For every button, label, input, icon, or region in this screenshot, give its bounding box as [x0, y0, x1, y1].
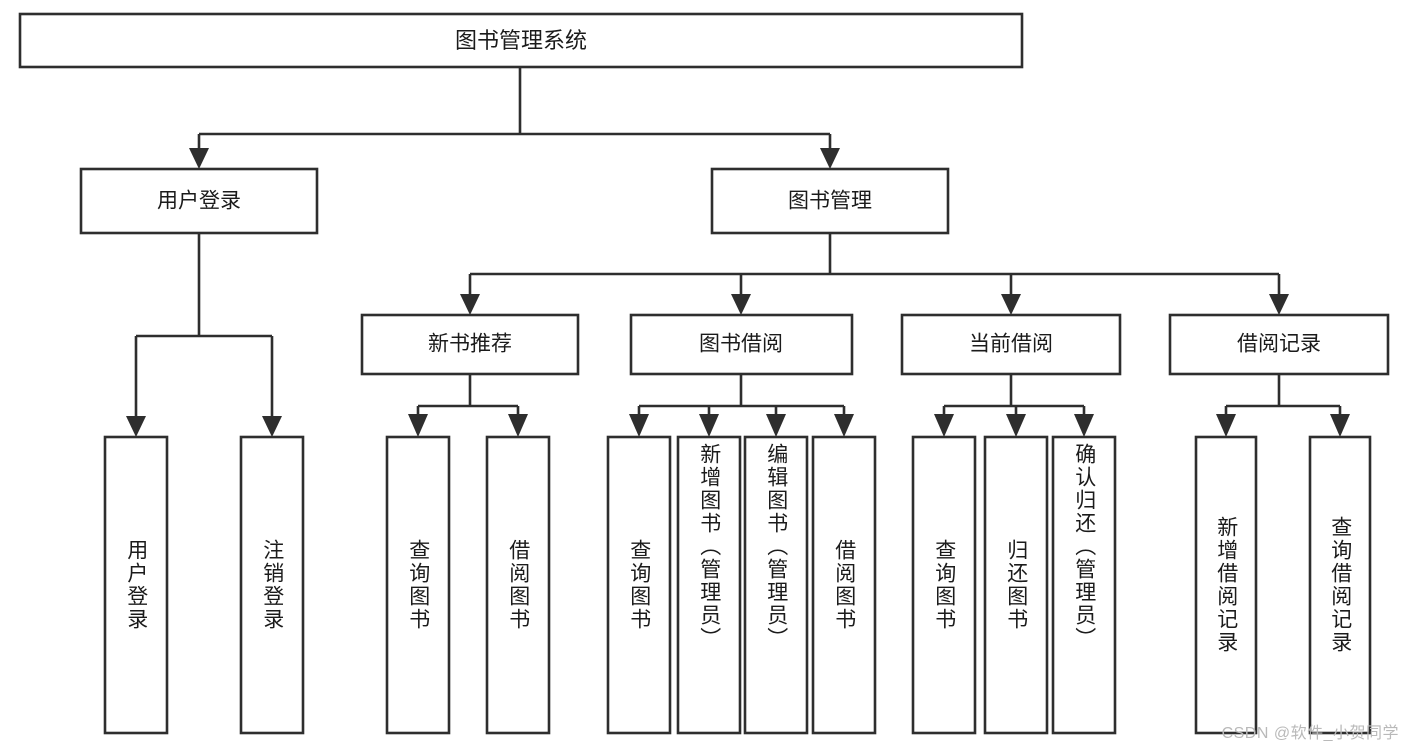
node-current-borrow-label: 当前借阅: [969, 333, 1053, 356]
leaf-query-book-2-rect[interactable]: [606, 435, 672, 735]
watermark: CSDN @软件_小贺同学: [1221, 725, 1399, 742]
node-user-login-label: 用户登录: [157, 190, 241, 213]
arrow-head-leaf-return-book: [1006, 414, 1026, 437]
leaf-query-book-3-rect[interactable]: [911, 435, 977, 735]
arrow-head-user-login: [189, 148, 209, 169]
leaf-confirm-return-rect[interactable]: [1051, 435, 1117, 735]
leaf-query-record-rect[interactable]: [1308, 435, 1372, 735]
node-book-manage[interactable]: 图书管理: [710, 167, 950, 235]
leaf-add-record-rect[interactable]: [1194, 435, 1258, 735]
node-new-book-rec[interactable]: 新书推荐: [360, 313, 580, 376]
arrow-head-leaf-borrow-book-2: [834, 414, 854, 437]
node-book-borrow[interactable]: 图书借阅: [629, 313, 854, 376]
leaf-edit-book-rect[interactable]: [743, 435, 809, 735]
arrow-head-leaf-query-book-3: [934, 414, 954, 437]
node-book-borrow-rect[interactable]: [629, 313, 854, 376]
arrow-head-leaf-query-book-2: [629, 414, 649, 437]
leaf-user-login-rect[interactable]: [103, 435, 169, 735]
arrow-head-leaf-query-record: [1330, 414, 1350, 437]
node-borrow-record[interactable]: 借阅记录: [1168, 313, 1390, 376]
connector-current-borrow-to-leaves: [934, 374, 1094, 437]
connector-root-to-level2: [189, 67, 840, 169]
node-root[interactable]: 图书管理系统: [18, 12, 1024, 69]
node-new-book-rec-label: 新书推荐: [428, 333, 512, 356]
arrow-head-leaf-user-logout: [262, 416, 282, 437]
leaf-borrow-book-1-rect[interactable]: [485, 435, 551, 735]
connector-borrow-record-to-leaves: [1216, 374, 1350, 437]
node-book-manage-label: 图书管理: [788, 190, 872, 213]
node-borrow-record-label: 借阅记录: [1237, 333, 1321, 356]
arrow-head-leaf-edit-book: [766, 414, 786, 437]
node-current-borrow[interactable]: 当前借阅: [900, 313, 1122, 376]
node-user-login-rect[interactable]: [79, 167, 319, 235]
arrow-head-leaf-add-record: [1216, 414, 1236, 437]
node-current-borrow-rect[interactable]: [900, 313, 1122, 376]
node-root-label: 图书管理系统: [455, 28, 587, 53]
arrow-head-leaf-add-book: [699, 414, 719, 437]
leaf-return-book-rect[interactable]: [983, 435, 1049, 735]
node-user-login[interactable]: 用户登录: [79, 167, 319, 235]
leaf-user-logout-rect[interactable]: [239, 435, 305, 735]
node-new-book-rec-rect[interactable]: [360, 313, 580, 376]
leaf-add-book-rect[interactable]: [676, 435, 742, 735]
connector-user-login-to-leaves: [126, 233, 282, 437]
connector-book-borrow-to-leaves: [629, 374, 854, 437]
arrow-head-new-book-rec: [460, 294, 480, 315]
arrow-head-book-manage: [820, 148, 840, 169]
node-book-manage-rect[interactable]: [710, 167, 950, 235]
connector-new-book-rec-to-leaves: [408, 374, 528, 437]
leaf-borrow-book-2-rect[interactable]: [811, 435, 877, 735]
leaf-query-book-1-rect[interactable]: [385, 435, 451, 735]
node-root-rect[interactable]: [18, 12, 1024, 69]
arrow-head-book-borrow: [731, 294, 751, 315]
arrow-head-leaf-user-login: [126, 416, 146, 437]
arrow-head-borrow-record: [1269, 294, 1289, 315]
arrow-head-leaf-confirm-return: [1074, 414, 1094, 437]
arrow-head-current-borrow: [1001, 294, 1021, 315]
arrow-head-leaf-query-book-1: [408, 414, 428, 437]
node-book-borrow-label: 图书借阅: [699, 333, 783, 356]
connector-book-manage-to-level3: [460, 233, 1289, 315]
node-borrow-record-rect[interactable]: [1168, 313, 1390, 376]
arrow-head-leaf-borrow-book-1: [508, 414, 528, 437]
